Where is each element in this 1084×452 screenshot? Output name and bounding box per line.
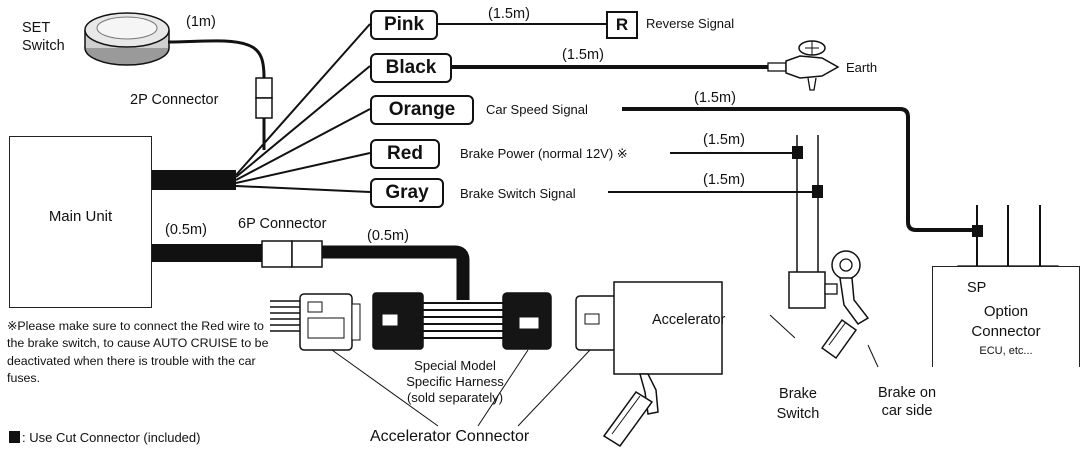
earth-label: Earth bbox=[846, 60, 878, 75]
6p-connector-label: 6P Connector bbox=[238, 216, 327, 232]
reverse-r-box: R bbox=[606, 11, 638, 39]
brake-switch-label-2: Switch bbox=[776, 406, 820, 422]
2p-connector-icon bbox=[255, 77, 273, 119]
sp-option-connector: SP Option Connector ECU, etc... bbox=[932, 266, 1080, 367]
pink-length: (1.5m) bbox=[488, 6, 530, 22]
set-switch-icon bbox=[84, 12, 170, 66]
brake-pedal-icon bbox=[820, 250, 870, 360]
main-unit: Main Unit bbox=[9, 136, 152, 308]
option-label: Option bbox=[983, 303, 1029, 320]
fuse-note: ※Please make sure to connect the Red wir… bbox=[7, 319, 269, 385]
wire-orange: Orange bbox=[370, 95, 474, 125]
connector-label: Connector bbox=[971, 323, 1041, 340]
brake-switch-icon bbox=[788, 271, 838, 309]
harness-plug-left-icon bbox=[270, 293, 361, 351]
brake-switch-label-1: Brake bbox=[779, 386, 817, 402]
brake-car-label-2: car side bbox=[881, 403, 933, 419]
car-speed-label: Car Speed Signal bbox=[486, 102, 588, 117]
special-harness-line1: Special Model bbox=[414, 358, 496, 373]
accelerator-label: Accelerator bbox=[652, 312, 726, 328]
special-harness-line2: Specific Harness bbox=[406, 374, 504, 389]
wire-pink: Pink bbox=[370, 10, 438, 40]
harness-plug-black-icon bbox=[372, 292, 552, 350]
set-switch-label-1: SET bbox=[22, 20, 51, 36]
accelerator-connector-label: Accelerator Connector bbox=[370, 428, 530, 445]
set-switch-label-2: Switch bbox=[22, 38, 65, 54]
cut-connector-legend: : Use Cut Connector (included) bbox=[22, 430, 201, 445]
sp-label: SP bbox=[967, 280, 987, 296]
brake-power-label: Brake Power (normal 12V) ※ bbox=[460, 146, 628, 161]
red-length: (1.5m) bbox=[703, 132, 745, 148]
wire-black: Black bbox=[370, 53, 452, 83]
brake-switch-signal-label: Brake Switch Signal bbox=[460, 186, 576, 201]
brake-car-label-1: Brake on bbox=[877, 385, 937, 401]
6p-connector-icon bbox=[261, 240, 323, 268]
main-unit-label: Main Unit bbox=[48, 208, 113, 225]
harness-length-a: (0.5m) bbox=[165, 222, 207, 238]
black-length: (1.5m) bbox=[562, 47, 604, 63]
ecu-label: ECU, etc... bbox=[979, 345, 1033, 357]
earth-bolt-icon bbox=[767, 40, 840, 91]
set-switch-length: (1m) bbox=[186, 14, 216, 30]
wire-red: Red bbox=[370, 139, 440, 169]
accelerator-connector-icon bbox=[575, 281, 723, 375]
reverse-signal-label: Reverse Signal bbox=[646, 16, 735, 31]
2p-connector-label: 2P Connector bbox=[130, 92, 219, 108]
cut-connector-legend-icon bbox=[9, 431, 20, 443]
wire-gray: Gray bbox=[370, 178, 444, 208]
harness-length-b: (0.5m) bbox=[367, 228, 409, 244]
gray-length: (1.5m) bbox=[703, 172, 745, 188]
accelerator-pedal-icon bbox=[602, 373, 659, 448]
orange-length: (1.5m) bbox=[694, 90, 736, 106]
special-harness-line3: (sold separately) bbox=[406, 390, 504, 405]
